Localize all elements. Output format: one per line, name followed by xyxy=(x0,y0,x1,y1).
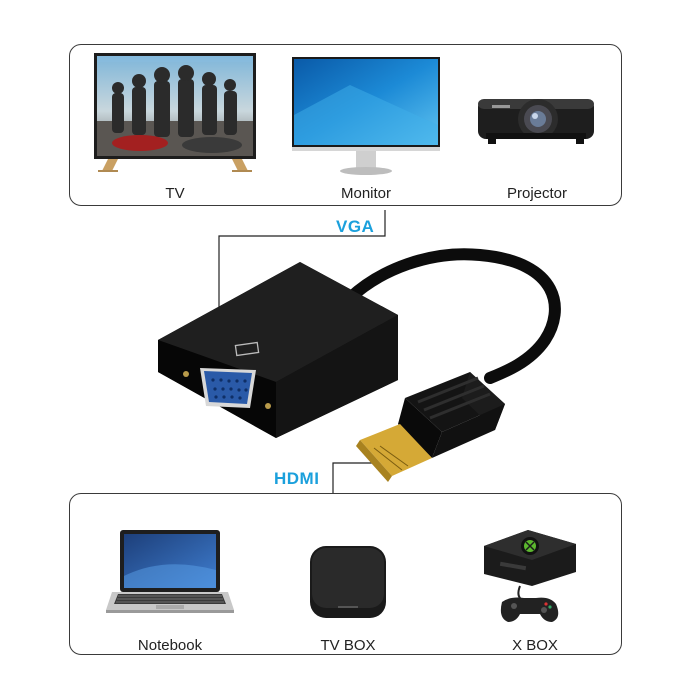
tv-box-image xyxy=(308,542,388,622)
monitor-image xyxy=(290,55,442,177)
vga-leader-line xyxy=(218,210,386,358)
hdmi-label: HDMI xyxy=(274,469,320,488)
projector-label: Projector xyxy=(506,185,568,202)
xbox-label: X BOX xyxy=(512,637,558,654)
vga-label: VGA xyxy=(336,217,375,236)
monitor-label: Monitor xyxy=(340,185,392,202)
hdmi-leader-line xyxy=(332,462,372,493)
tv-label: TV xyxy=(165,185,185,202)
tv-image xyxy=(90,51,260,179)
vga-port xyxy=(183,368,271,409)
notebook-image xyxy=(104,526,236,618)
hdmi-plug xyxy=(356,372,505,482)
source-devices-panel: Notebook TV BOX X BOX xyxy=(69,493,622,655)
projector-image xyxy=(472,87,600,147)
cable xyxy=(344,248,561,384)
display-devices-panel: TV Monitor xyxy=(69,44,622,206)
tv-box-label: TV BOX xyxy=(320,637,376,654)
notebook-label: Notebook xyxy=(137,637,203,654)
xbox-image xyxy=(480,524,580,626)
